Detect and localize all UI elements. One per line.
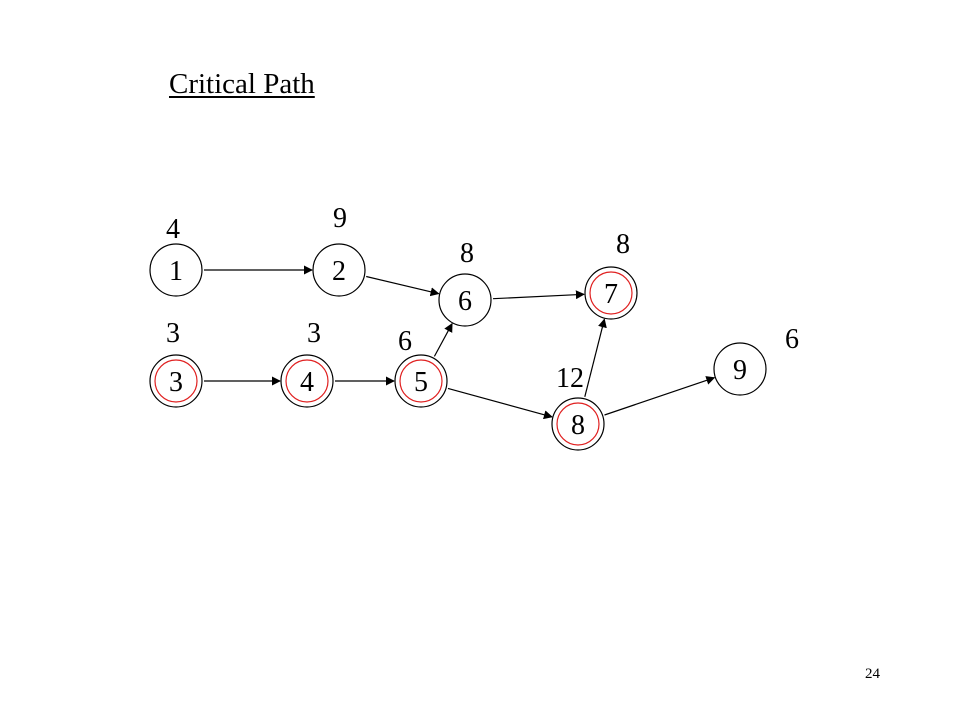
node-9-label: 9 (733, 355, 747, 386)
node-9-duration: 6 (785, 324, 799, 355)
node-1-duration: 4 (166, 214, 180, 245)
node-2-label: 2 (332, 256, 346, 287)
node-6-circle (438, 273, 492, 327)
node-6: 6 (438, 273, 492, 327)
node-7-duration: 8 (616, 229, 630, 260)
node-4: 4 (280, 354, 334, 408)
node-3: 3 (149, 354, 203, 408)
node-3-circle (149, 354, 203, 408)
node-1: 1 (149, 243, 203, 297)
node-5-duration: 6 (398, 326, 412, 357)
node-5-label: 5 (414, 367, 428, 398)
node-3-critical-ring (154, 359, 198, 403)
node-8-critical-ring (556, 402, 600, 446)
slide-title: Critical Path (169, 68, 315, 100)
node-8-duration: 12 (556, 363, 584, 394)
node-2-duration: 9 (333, 203, 347, 234)
node-9-circle (713, 342, 767, 396)
edge-6-to-7 (492, 290, 585, 300)
node-7-label: 7 (604, 279, 618, 310)
node-2: 2 (312, 243, 366, 297)
node-7: 7 (584, 266, 638, 320)
node-6-duration: 8 (460, 238, 474, 269)
node-7-critical-ring (589, 271, 633, 315)
node-5-circle (394, 354, 448, 408)
node-7-circle (584, 266, 638, 320)
edges-layer (204, 265, 716, 420)
node-4-critical-ring (285, 359, 329, 403)
node-8: 8 (551, 397, 605, 451)
edge-8-to-9 (604, 376, 716, 416)
edge-2-to-6 (366, 275, 440, 297)
edge-8-to-7 (584, 318, 607, 397)
node-5-critical-ring (399, 359, 443, 403)
node-4-label: 4 (300, 367, 314, 398)
edge-5-to-8 (447, 387, 553, 420)
node-2-circle (312, 243, 366, 297)
edge-5-to-6 (433, 322, 453, 357)
node-1-circle (149, 243, 203, 297)
node-8-label: 8 (571, 410, 585, 441)
slide-number: 24 (865, 666, 880, 682)
node-3-label: 3 (169, 367, 183, 398)
node-6-label: 6 (458, 286, 472, 317)
node-1-label: 1 (169, 256, 183, 287)
node-4-circle (280, 354, 334, 408)
node-8-circle (551, 397, 605, 451)
node-4-duration: 3 (307, 318, 321, 349)
node-5: 5 (394, 354, 448, 408)
node-9: 9 (713, 342, 767, 396)
node-3-duration: 3 (166, 318, 180, 349)
